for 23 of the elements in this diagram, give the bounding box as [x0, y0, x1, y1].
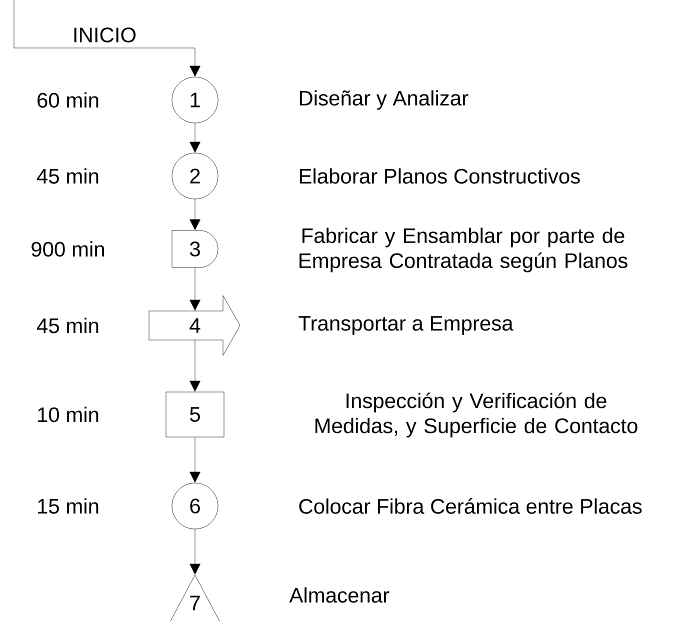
step-description: Almacenar [289, 587, 390, 603]
step-description: Colocar Fibra Cerámica entre Placas [299, 498, 642, 514]
arrow [190, 529, 200, 575]
step-description: Diseñar y Analizar [300, 90, 468, 110]
step-description: Fabricar y Ensamblar por parte de Empresa Contratada según Planos [300, 228, 628, 272]
time-label: 900 min [32, 241, 104, 257]
arrow [190, 123, 200, 153]
arrow [14, 0, 200, 77]
arrow [190, 199, 200, 230]
storage-triangle: 7 [170, 574, 220, 621]
arrow [190, 340, 200, 392]
time-label: 45 min [36, 168, 98, 184]
step-description: Transportar a Empresa [298, 316, 514, 335]
arrow [190, 268, 200, 311]
step-description: Inspección y Verificación de Medidas, y Superficie de Contacto [315, 392, 638, 438]
time-label: 45 min [36, 318, 98, 334]
arrow [190, 437, 200, 483]
step-description: Elaborar Planos Constructivos [300, 168, 580, 184]
time-label: 10 min [38, 406, 98, 422]
time-label: 60 min [38, 92, 98, 108]
edge-label: INICIO [71, 26, 138, 44]
time-label: 15 min [38, 498, 98, 514]
inspection-box: 5 [166, 392, 224, 438]
